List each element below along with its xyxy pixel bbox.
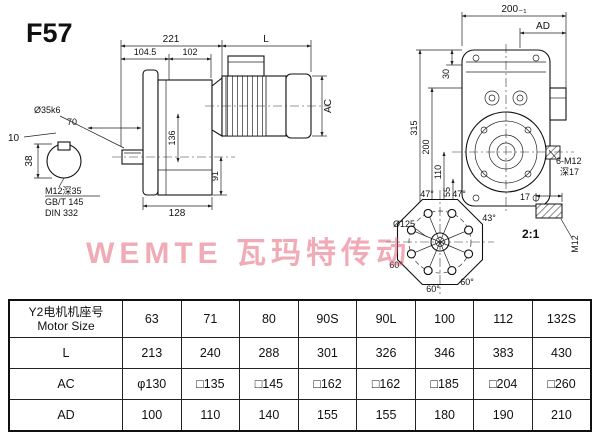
dim-221: 221 <box>163 34 180 45</box>
table-cell: □145 <box>239 368 299 400</box>
angle-60-right: 60° <box>460 277 474 287</box>
table-row-L: L 213 240 288 301 326 346 383 430 <box>8 337 592 369</box>
dim-110: 110 <box>433 165 443 179</box>
section-mark <box>545 145 561 160</box>
motor-size-header: Y2电机机座号 Motor Size <box>8 299 123 338</box>
table-cell: 90L <box>356 299 416 338</box>
table-cell: 326 <box>356 337 416 369</box>
motor-terminal-box <box>227 55 265 77</box>
table-cell: 112 <box>473 299 533 338</box>
table-cell: 100 <box>414 299 475 338</box>
angle-60-left: 60° <box>389 260 403 270</box>
dim-102: 102 <box>182 47 197 57</box>
row-label-L: L <box>8 337 123 369</box>
dim-17: 17 <box>520 192 530 202</box>
table-cell: □135 <box>180 368 241 400</box>
motor-size-label-en: Motor Size <box>37 319 95 333</box>
note-standard-gbt: GB/T 145 <box>45 197 83 207</box>
table-cell: 155 <box>297 399 358 432</box>
table-cell: 210 <box>531 399 592 432</box>
spec-table: Y2电机机座号 Motor Size 63 71 80 90S 90L 100 … <box>8 299 592 432</box>
dim-315: 315 <box>409 120 419 135</box>
table-cell: 383 <box>473 337 533 369</box>
dim-AD: AD <box>536 21 550 32</box>
dim-70: 70 <box>67 117 77 127</box>
key-detail-view: 17 2:1 M12 <box>520 192 580 253</box>
motor-size-label-cn: Y2电机机座号 <box>28 304 104 319</box>
angle-47-left: 47° <box>420 189 434 199</box>
detail-scale: 2:1 <box>522 227 540 241</box>
dim-shaft-height: 38 <box>24 155 35 167</box>
dim-bolt-circle: Ø125 <box>393 219 415 229</box>
note-bolt-holes: 6-M12 <box>556 156 582 166</box>
gearbox-housing <box>157 79 213 196</box>
table-cell: 190 <box>473 399 533 432</box>
angle-43: 43° <box>482 213 496 223</box>
note-standard-din: DIN 332 <box>45 208 78 218</box>
table-row-AC: AC φ130 □135 □145 □162 □162 □185 □204 □2… <box>8 368 592 400</box>
note-tapped-hole: M12深35 <box>45 186 82 196</box>
table-cell: φ130 <box>122 368 182 400</box>
dim-200-tol: 200₋₁ <box>501 4 527 15</box>
dim-136: 136 <box>167 130 177 145</box>
dim-AC: AC <box>323 99 334 113</box>
shaft-detail-view: 10 38 M12深35 GB/T 145 DIN 332 <box>8 132 100 218</box>
table-cell: 346 <box>414 337 475 369</box>
note-bolt-depth: 深17 <box>560 167 579 177</box>
dim-128: 128 <box>169 208 186 219</box>
table-cell: 100 <box>122 399 182 432</box>
table-cell: 90S <box>297 299 358 338</box>
dim-30: 30 <box>441 69 451 79</box>
table-cell: 240 <box>180 337 241 369</box>
page-title: F57 <box>26 18 73 48</box>
table-cell: 301 <box>297 337 358 369</box>
dim-M12: M12 <box>570 235 580 253</box>
table-cell: □185 <box>414 368 475 400</box>
table-cell: 71 <box>180 299 241 338</box>
table-cell: 430 <box>531 337 592 369</box>
row-label-AD: AD <box>8 399 123 432</box>
table-cell: □204 <box>473 368 533 400</box>
key-section <box>535 203 563 219</box>
table-cell: 140 <box>239 399 299 432</box>
motor-adapter <box>211 76 223 137</box>
dim-55: 55 <box>442 187 452 197</box>
flange-view: Ø125 47° 47° 43° 60° 60° 60° <box>386 189 496 294</box>
table-row-motor-size: Y2电机机座号 Motor Size 63 71 80 90S 90L 100 … <box>8 299 592 338</box>
side-view: 221 L 104.5 102 AC Ø35k6 70 <box>34 34 334 219</box>
table-cell: □162 <box>297 368 358 400</box>
front-view: 200₋₁ AD 315 200 <box>409 4 582 212</box>
row-label-AC: AC <box>8 368 123 400</box>
table-cell: 132S <box>531 299 592 338</box>
dim-key-width: 10 <box>8 133 20 144</box>
table-cell: 63 <box>122 299 182 338</box>
drawing-canvas: F57 10 38 M12深35 GB/T 145 DIN 332 221 L … <box>8 4 582 294</box>
dim-200: 200 <box>421 139 431 154</box>
dim-104-5: 104.5 <box>134 47 157 57</box>
table-cell: 155 <box>356 399 416 432</box>
table-cell: □162 <box>356 368 416 400</box>
table-cell: 213 <box>122 337 182 369</box>
keyway-notch <box>57 141 71 151</box>
table-cell: 288 <box>239 337 299 369</box>
table-cell: 110 <box>180 399 241 432</box>
table-cell: □260 <box>531 368 592 400</box>
side-boss <box>549 87 567 121</box>
table-cell: 80 <box>239 299 299 338</box>
dim-91: 91 <box>210 171 220 181</box>
angle-60-bottom: 60° <box>426 284 440 294</box>
gearbox-flange-plate <box>142 69 159 196</box>
dim-L: L <box>263 34 269 45</box>
dim-shaft-diameter: Ø35k6 <box>34 105 61 115</box>
table-cell: 180 <box>414 399 475 432</box>
table-row-AD: AD 100 110 140 155 155 180 190 210 <box>8 399 592 432</box>
angle-47-right: 47° <box>452 189 466 199</box>
